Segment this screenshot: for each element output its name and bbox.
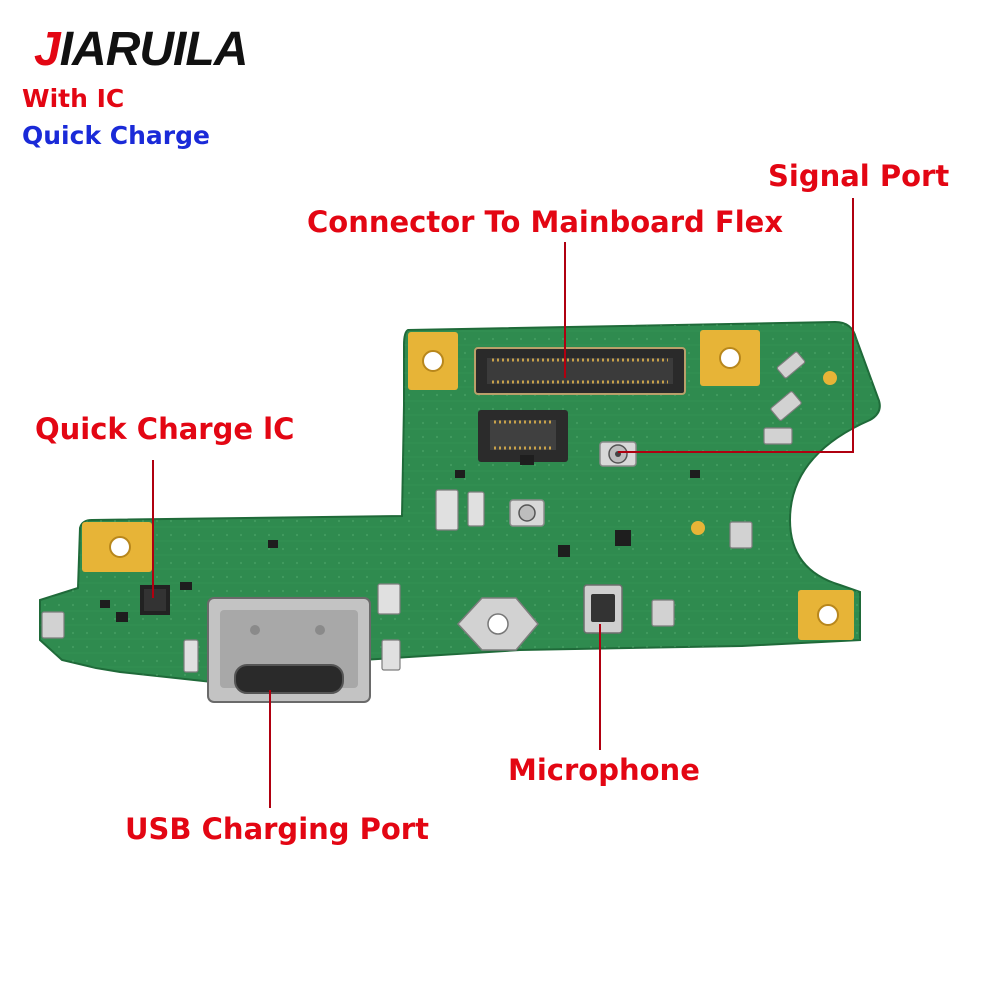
usb-charging-port-component bbox=[207, 597, 371, 703]
signal-port-connector bbox=[599, 441, 637, 467]
antenna-contacts bbox=[763, 351, 806, 445]
label-signal-port: Signal Port bbox=[768, 159, 950, 193]
spring-contacts bbox=[41, 489, 753, 673]
tag-quick-charge: Quick Charge bbox=[22, 121, 210, 150]
label-usb-charging-port: USB Charging Port bbox=[125, 812, 429, 846]
tag-with-ic: With IC bbox=[22, 84, 125, 113]
metal-bracket bbox=[456, 597, 539, 651]
label-connector-mainboard-flex: Connector To Mainboard Flex bbox=[307, 205, 784, 239]
brand-logo-initial: J bbox=[34, 23, 61, 76]
mounting-pads bbox=[82, 330, 854, 640]
brand-logo-rest: IARUILA bbox=[59, 23, 249, 76]
callout-lines bbox=[152, 198, 854, 808]
brand-logo: JIARUILA bbox=[34, 23, 249, 76]
secondary-connector bbox=[478, 410, 568, 462]
microphone-component bbox=[583, 584, 623, 634]
quick-charge-ic bbox=[140, 585, 170, 615]
label-microphone: Microphone bbox=[508, 753, 700, 787]
center-coax bbox=[509, 499, 545, 527]
mainboard-flex-connector bbox=[474, 347, 686, 395]
smd-components bbox=[100, 455, 700, 622]
label-quick-charge-ic: Quick Charge lC bbox=[35, 412, 295, 446]
